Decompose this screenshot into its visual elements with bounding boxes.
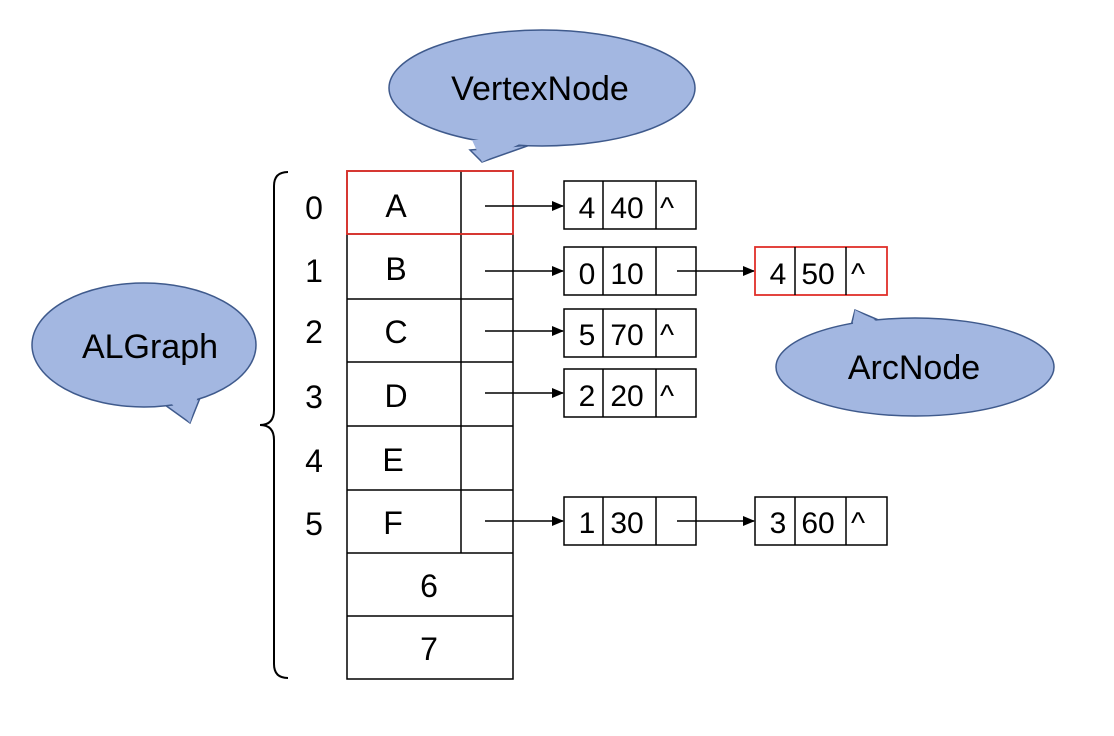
vertex-label: F — [383, 505, 403, 541]
arc-node: 3 60 ^ — [754, 496, 888, 546]
arc-next-null: ^ — [660, 192, 674, 225]
arc-node: 1 30 — [563, 496, 755, 546]
arc-weight: 70 — [610, 319, 643, 352]
index-label: 1 — [305, 253, 323, 289]
index-label: 5 — [305, 506, 323, 542]
arc-next-null: ^ — [660, 380, 674, 413]
vertex-node-label: VertexNode — [451, 70, 629, 108]
al-graph-label: ALGraph — [82, 328, 218, 366]
vertex-label: B — [385, 251, 406, 287]
arc-next-null: ^ — [660, 319, 674, 352]
arc-node: 4 40 ^ — [563, 180, 697, 230]
arc-adjvex: 0 — [579, 258, 596, 291]
vertex-node-highlight — [346, 170, 514, 235]
arc-adjvex: 5 — [579, 319, 596, 352]
vertex-label: D — [384, 378, 407, 414]
vertex-label: C — [384, 314, 407, 350]
arc-weight: 10 — [610, 258, 643, 291]
index-label: 0 — [305, 190, 323, 226]
vertex-label: E — [382, 442, 403, 478]
arc-weight: 50 — [801, 258, 834, 291]
vertex-label: A — [385, 188, 407, 224]
index-labels: 0 1 2 3 4 5 — [305, 190, 323, 542]
vertex-table: A B C D E F 6 7 — [346, 170, 514, 680]
arc-weight: 60 — [801, 507, 834, 540]
arc-weight: 40 — [610, 192, 643, 225]
arc-node: 0 10 — [563, 246, 755, 296]
arc-adjvex: 4 — [770, 258, 787, 291]
arc-adjvex: 1 — [579, 507, 596, 540]
index-label: 2 — [305, 314, 323, 350]
arc-node-label: ArcNode — [848, 349, 980, 387]
arc-weight: 20 — [610, 380, 643, 413]
al-graph-callout: ALGraph — [31, 282, 257, 425]
arc-adjvex: 4 — [579, 192, 596, 225]
extra-row-label: 6 — [420, 568, 438, 604]
extra-row-label: 7 — [420, 631, 438, 667]
first-arc-pointers — [485, 201, 564, 526]
index-label: 3 — [305, 379, 323, 415]
arc-node-callout: ArcNode — [775, 308, 1055, 417]
arc-node-highlighted: 4 50 ^ — [754, 246, 888, 296]
graph-brace — [259, 171, 289, 679]
arc-node: 2 20 ^ — [563, 368, 697, 418]
arc-weight: 30 — [610, 507, 643, 540]
vertex-node-callout: VertexNode — [388, 29, 696, 163]
arc-adjvex: 2 — [579, 380, 596, 413]
arc-adjvex: 3 — [770, 507, 787, 540]
arc-next-null: ^ — [851, 258, 865, 291]
arc-next-null: ^ — [851, 507, 865, 540]
arc-node: 5 70 ^ — [563, 308, 697, 358]
index-label: 4 — [305, 443, 323, 479]
